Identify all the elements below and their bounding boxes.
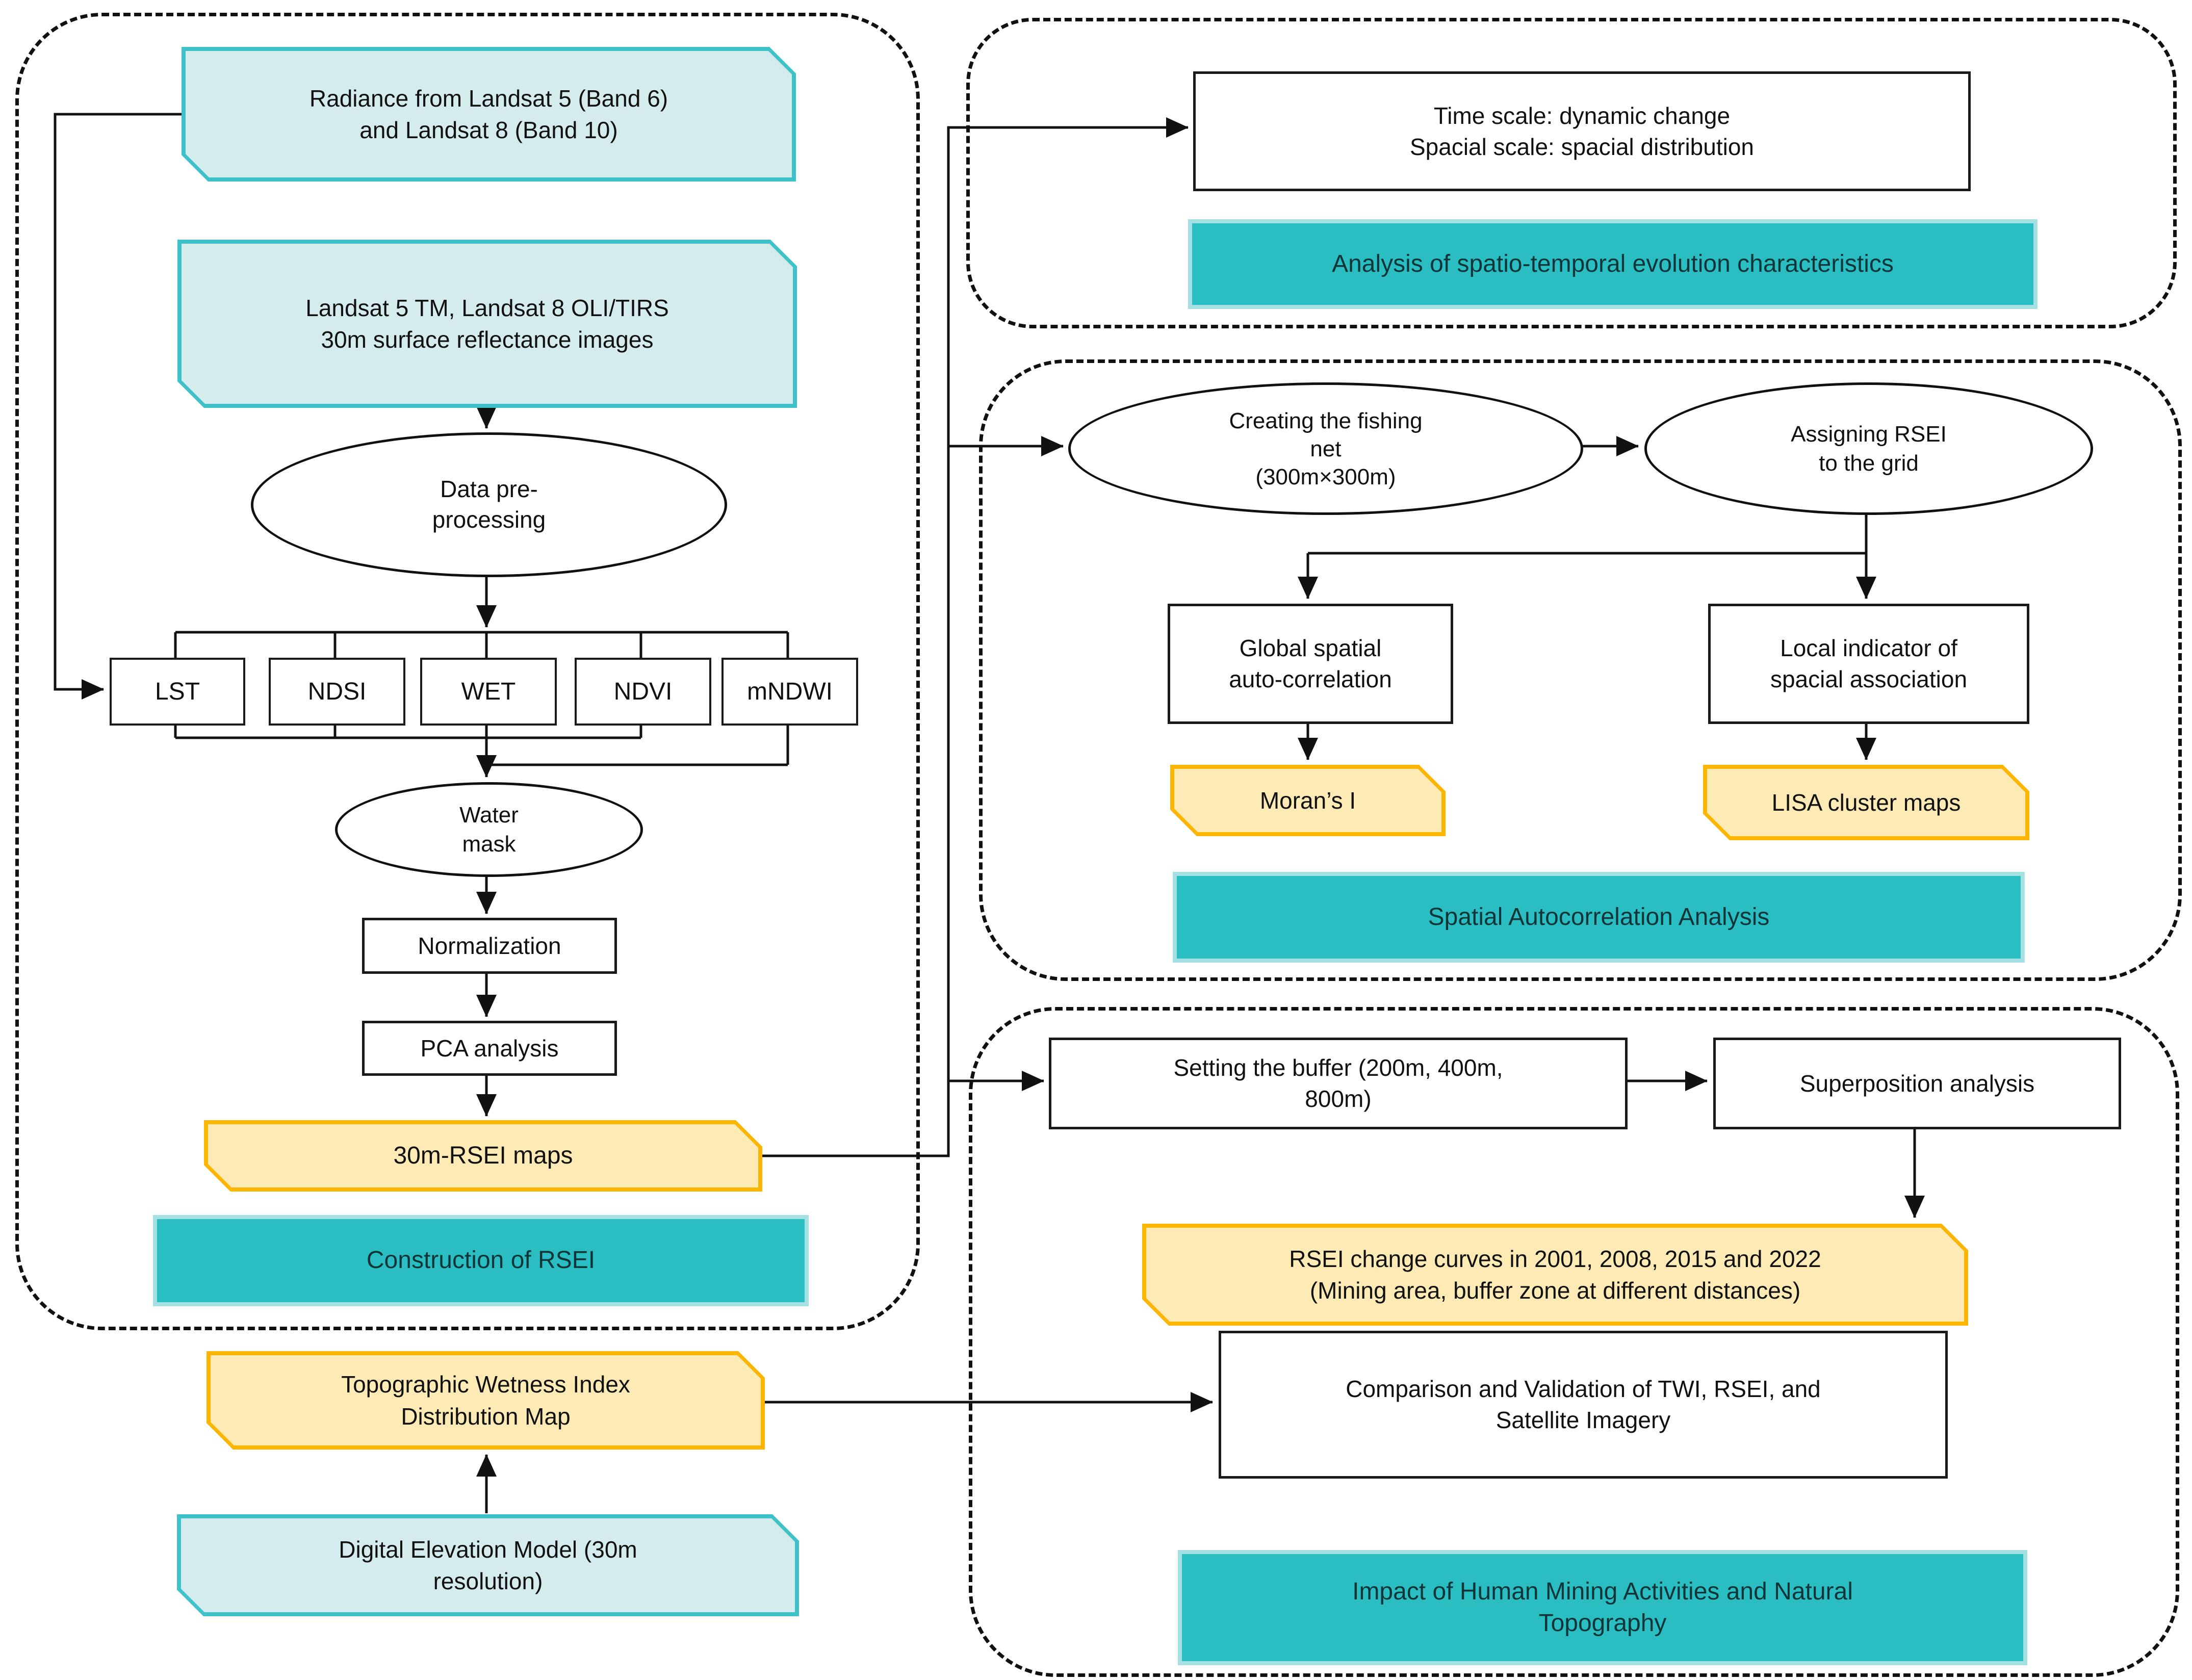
local-indicator-label: Local indicator of xyxy=(1780,635,1957,662)
spatiotemporal-banner-label: Analysis of spatio-temporal evolution ch… xyxy=(1332,250,1894,277)
water-mask-label: Water xyxy=(459,802,519,828)
autocorrelation-banner-label: Spatial Autocorrelation Analysis xyxy=(1428,903,1770,931)
index-box-ndvi: NDVI xyxy=(575,658,711,726)
index-wet-label: WET xyxy=(461,678,516,705)
right-connectors xyxy=(1298,436,1925,1218)
rsei-curves-node: RSEI change curves in 2001, 2008, 2015 a… xyxy=(1142,1224,1968,1326)
normalization-label: Normalization xyxy=(418,932,561,959)
global-autocorrelation-label-2: auto-correlation xyxy=(1229,666,1392,692)
buffer-label-2: 800m) xyxy=(1305,1085,1372,1112)
twi-map-node: Topographic Wetness Index Distribution M… xyxy=(207,1351,765,1450)
buffer-label: Setting the buffer (200m, 400m, xyxy=(1173,1054,1503,1081)
index-box-mndwi: mNDWI xyxy=(721,658,858,726)
mining-banner-label-2: Topography xyxy=(1538,1610,1667,1637)
data-preprocessing-label-2: processing xyxy=(432,506,546,533)
spatiotemporal-banner: Analysis of spatio-temporal evolution ch… xyxy=(1188,219,2038,309)
spatiotemporal-section-frame xyxy=(966,18,2177,328)
mining-banner: Impact of Human Mining Activities and Na… xyxy=(1178,1550,2027,1665)
comparison-validation-node: Comparison and Validation of TWI, RSEI, … xyxy=(1219,1331,1948,1479)
autocorrelation-section-frame xyxy=(979,359,2182,981)
comparison-validation-label: Comparison and Validation of TWI, RSEI, … xyxy=(1346,1376,1821,1403)
fishing-net-label: Creating the fishing xyxy=(1229,408,1423,433)
index-box-lst: LST xyxy=(110,658,245,726)
index-box-ndsi: NDSI xyxy=(269,658,405,726)
global-autocorrelation-label: Global spatial xyxy=(1239,635,1382,662)
comparison-validation-label-2: Satellite Imagery xyxy=(1495,1407,1671,1433)
mining-banner-label: Impact of Human Mining Activities and Na… xyxy=(1352,1578,1853,1605)
landsat-images-label-2: 30m surface reflectance images xyxy=(321,326,654,353)
buffer-node: Setting the buffer (200m, 400m, 800m) xyxy=(1049,1038,1628,1129)
data-preprocessing-node: Data pre- processing xyxy=(251,432,727,577)
pca-label: PCA analysis xyxy=(420,1035,559,1062)
local-indicator-label-2: spacial association xyxy=(1770,666,1968,692)
lisa-cluster-label: LISA cluster maps xyxy=(1771,789,1961,816)
spacial-scale-label: Spacial scale: spacial distribution xyxy=(1409,133,1755,160)
dem-node: Digital Elevation Model (30m resolution) xyxy=(177,1514,799,1616)
radiance-label-2: and Landsat 8 (Band 10) xyxy=(359,117,618,143)
dem-label: Digital Elevation Model (30m xyxy=(339,1536,637,1563)
radiance-node: Radiance from Landsat 5 (Band 6) and Lan… xyxy=(182,47,796,182)
fishing-net-label-3: (300m×300m) xyxy=(1255,464,1396,489)
local-indicator-node: Local indicator of spacial association xyxy=(1708,604,2029,724)
twi-map-label-2: Distribution Map xyxy=(401,1403,571,1430)
superposition-node: Superposition analysis xyxy=(1713,1038,2121,1129)
construction-section-frame xyxy=(15,13,920,1330)
rsei-maps-node: 30m-RSEI maps xyxy=(204,1120,762,1192)
index-mndwi-label: mNDWI xyxy=(747,678,833,705)
normalization-node: Normalization xyxy=(362,918,617,974)
assigning-rsei-label-2: to the grid xyxy=(1819,451,1919,476)
construction-banner: Construction of RSEI xyxy=(153,1215,809,1306)
pca-node: PCA analysis xyxy=(362,1021,617,1076)
water-mask-node: Water mask xyxy=(335,782,643,877)
morans-i-node: Moran’s I xyxy=(1170,765,1446,836)
time-spacial-scale-node: Time scale: dynamic change Spacial scale… xyxy=(1193,71,1971,191)
assigning-rsei-label: Assigning RSEI xyxy=(1791,421,1947,447)
rsei-curves-label-2: (Mining area, buffer zone at different d… xyxy=(1309,1277,1801,1304)
assigning-rsei-node: Assigning RSEI to the grid xyxy=(1644,382,2093,515)
landsat-images-label: Landsat 5 TM, Landsat 8 OLI/TIRS xyxy=(305,294,669,321)
time-scale-label: Time scale: dynamic change xyxy=(1433,102,1731,129)
fishing-net-label-2: net xyxy=(1310,436,1342,461)
morans-i-label: Moran’s I xyxy=(1259,787,1356,814)
water-mask-label-2: mask xyxy=(462,832,516,857)
lisa-cluster-node: LISA cluster maps xyxy=(1703,765,2029,840)
data-preprocessing-label: Data pre- xyxy=(440,476,538,503)
rsei-curves-label: RSEI change curves in 2001, 2008, 2015 a… xyxy=(1289,1245,1821,1272)
index-lst-label: LST xyxy=(154,678,200,705)
dem-label-2: resolution) xyxy=(433,1568,543,1594)
radiance-label: Radiance from Landsat 5 (Band 6) xyxy=(309,85,668,112)
landsat-images-node: Landsat 5 TM, Landsat 8 OLI/TIRS 30m sur… xyxy=(177,240,797,408)
index-ndsi-label: NDSI xyxy=(307,678,367,705)
global-autocorrelation-node: Global spatial auto-correlation xyxy=(1168,604,1453,724)
superposition-label: Superposition analysis xyxy=(1799,1070,2035,1097)
twi-map-label: Topographic Wetness Index xyxy=(341,1371,630,1398)
construction-banner-label: Construction of RSEI xyxy=(366,1247,596,1274)
autocorrelation-banner: Spatial Autocorrelation Analysis xyxy=(1173,872,2025,963)
index-box-wet: WET xyxy=(420,658,557,726)
index-ndvi-label: NDVI xyxy=(613,678,673,705)
mining-section-frame xyxy=(969,1007,2179,1677)
rsei-maps-label: 30m-RSEI maps xyxy=(393,1142,573,1169)
fishing-net-node: Creating the fishing net (300m×300m) xyxy=(1068,382,1583,515)
